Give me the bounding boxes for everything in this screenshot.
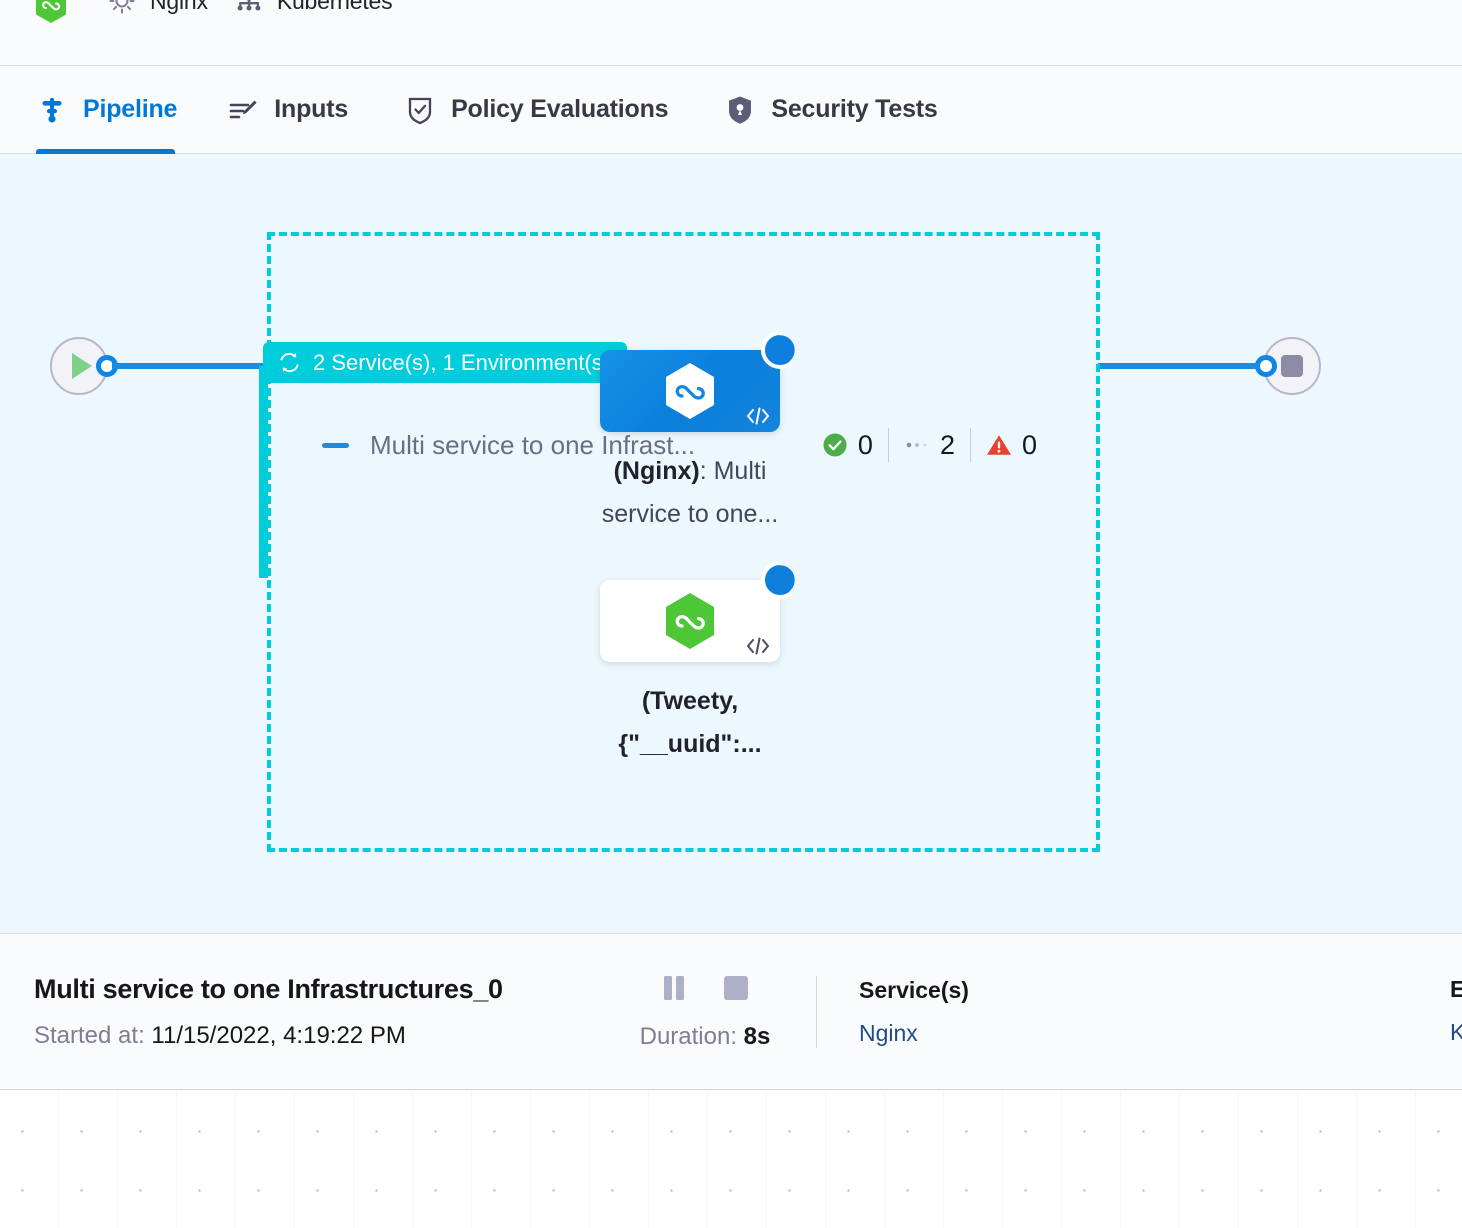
started-at-label: Started at: [34,1021,145,1049]
node-nginx-label-rest: : Multi service to one... [601,457,779,528]
stage-status-counts: 0 2 [807,428,1052,462]
loop-matrix-icon [277,350,302,375]
stage-group-badge-label: 2 Service(s), 1 Environment(s) [313,349,611,375]
duration-value: 8s [743,1022,771,1050]
tab-label-pipeline: Pipeline [83,95,178,123]
node-tweety[interactable]: (Tweety, {"__uuid":... [600,560,800,765]
count-success: 0 [807,428,889,462]
breadcrumb-label-nginx: Nginx [150,0,208,14]
stop-icon [1281,355,1303,377]
environments-value[interactable]: Kube [1450,1019,1462,1045]
tab-bar: Pipeline Inputs Policy Evaluations [0,66,1462,154]
count-warning: 0 [971,428,1052,462]
execution-controls: Duration: 8s [600,973,810,1051]
services-column: Service(s) Nginx [817,977,969,1047]
count-running-value: 2 [939,429,955,460]
detail-divider [816,975,817,1048]
tab-label-policy-evaluations: Policy Evaluations [451,95,669,123]
detail-started-row: Started at: 11/15/2022, 4:19:22 PM [34,1022,600,1050]
node-nginx-label: (Nginx): Multi service to one... [600,450,780,535]
stage-title: Multi service to one Infrast... [370,429,696,460]
node-tweety-label: (Tweety, {"__uuid":... [600,680,780,765]
collapse-toggle-icon[interactable] [322,442,349,448]
inputs-icon [227,94,259,126]
edge-start-to-group [112,363,272,369]
kubernetes-icon [234,0,264,16]
duration-label: Duration: [639,1022,737,1050]
duration-row: Duration: 8s [640,1023,771,1051]
control-buttons-row [660,973,750,1003]
node-tweety-card[interactable] [600,560,800,662]
stop-square-icon[interactable] [722,973,750,1003]
edge-group-to-end [1098,363,1260,369]
breadcrumb-label-kubernetes: Kubernetes [276,0,393,14]
node-tweety-label-rest: {"__uuid":... [618,729,762,758]
harness-hexagon-icon [34,0,68,24]
tab-label-security-tests: Security Tests [771,95,938,123]
detail-left: Multi service to one Infrastructures_0 S… [0,974,600,1050]
tab-inputs[interactable]: Inputs [227,66,376,154]
stage-header: Multi service to one Infrast... 0 [322,424,1052,466]
harness-hexagon-blue-icon [662,361,718,421]
group-left-bar [259,366,268,578]
pipeline-icon [36,94,68,126]
running-dots-icon [904,432,930,458]
environments-column: Envi Kube [1408,976,1462,1046]
warning-triangle-icon [986,432,1012,458]
node-nginx-label-bold: (Nginx) [613,457,700,485]
security-shield-icon [724,94,756,126]
breadcrumb-bar: Nginx Kubern [0,0,1462,66]
success-check-icon [822,432,848,458]
play-icon [72,353,92,379]
tab-security-tests[interactable]: Security Tests [724,66,965,154]
breadcrumb-item-kubernetes[interactable]: Kubernetes [234,0,393,16]
pause-icon[interactable] [660,973,688,1003]
pipeline-canvas[interactable]: 2 Service(s), 1 Environment(s) Multi ser… [0,154,1462,933]
node-nginx[interactable]: (Nginx): Multi service to one... [600,330,800,535]
tab-label-inputs: Inputs [274,95,349,123]
detail-title: Multi service to one Infrastructures_0 [34,973,503,1004]
stage-group-box [267,232,1100,852]
harness-hexagon-green-icon [662,591,718,651]
environments-title: Envi [1450,976,1462,1002]
node-nginx-card[interactable] [600,330,800,432]
services-value[interactable]: Nginx [859,1019,918,1046]
breadcrumb-item-harness[interactable] [34,0,81,24]
tab-pipeline[interactable]: Pipeline [36,66,199,154]
grid-canvas-footer[interactable] [0,1090,1462,1228]
started-at-value: 11/15/2022, 4:19:22 PM [151,1021,406,1049]
execution-detail-panel: Multi service to one Infrastructures_0 S… [0,933,1462,1090]
gear-icon [107,0,137,16]
stage-group-badge[interactable]: 2 Service(s), 1 Environment(s) [263,342,628,383]
node-tweety-label-bold: (Tweety, [641,687,739,715]
tab-policy-evaluations[interactable]: Policy Evaluations [404,66,696,154]
count-success-value: 0 [857,429,873,460]
policy-shield-check-icon [404,94,436,126]
count-running: 2 [889,428,971,462]
services-title: Service(s) [859,976,969,1003]
count-warning-value: 0 [1021,429,1037,460]
breadcrumb-item-nginx[interactable]: Nginx [107,0,208,16]
